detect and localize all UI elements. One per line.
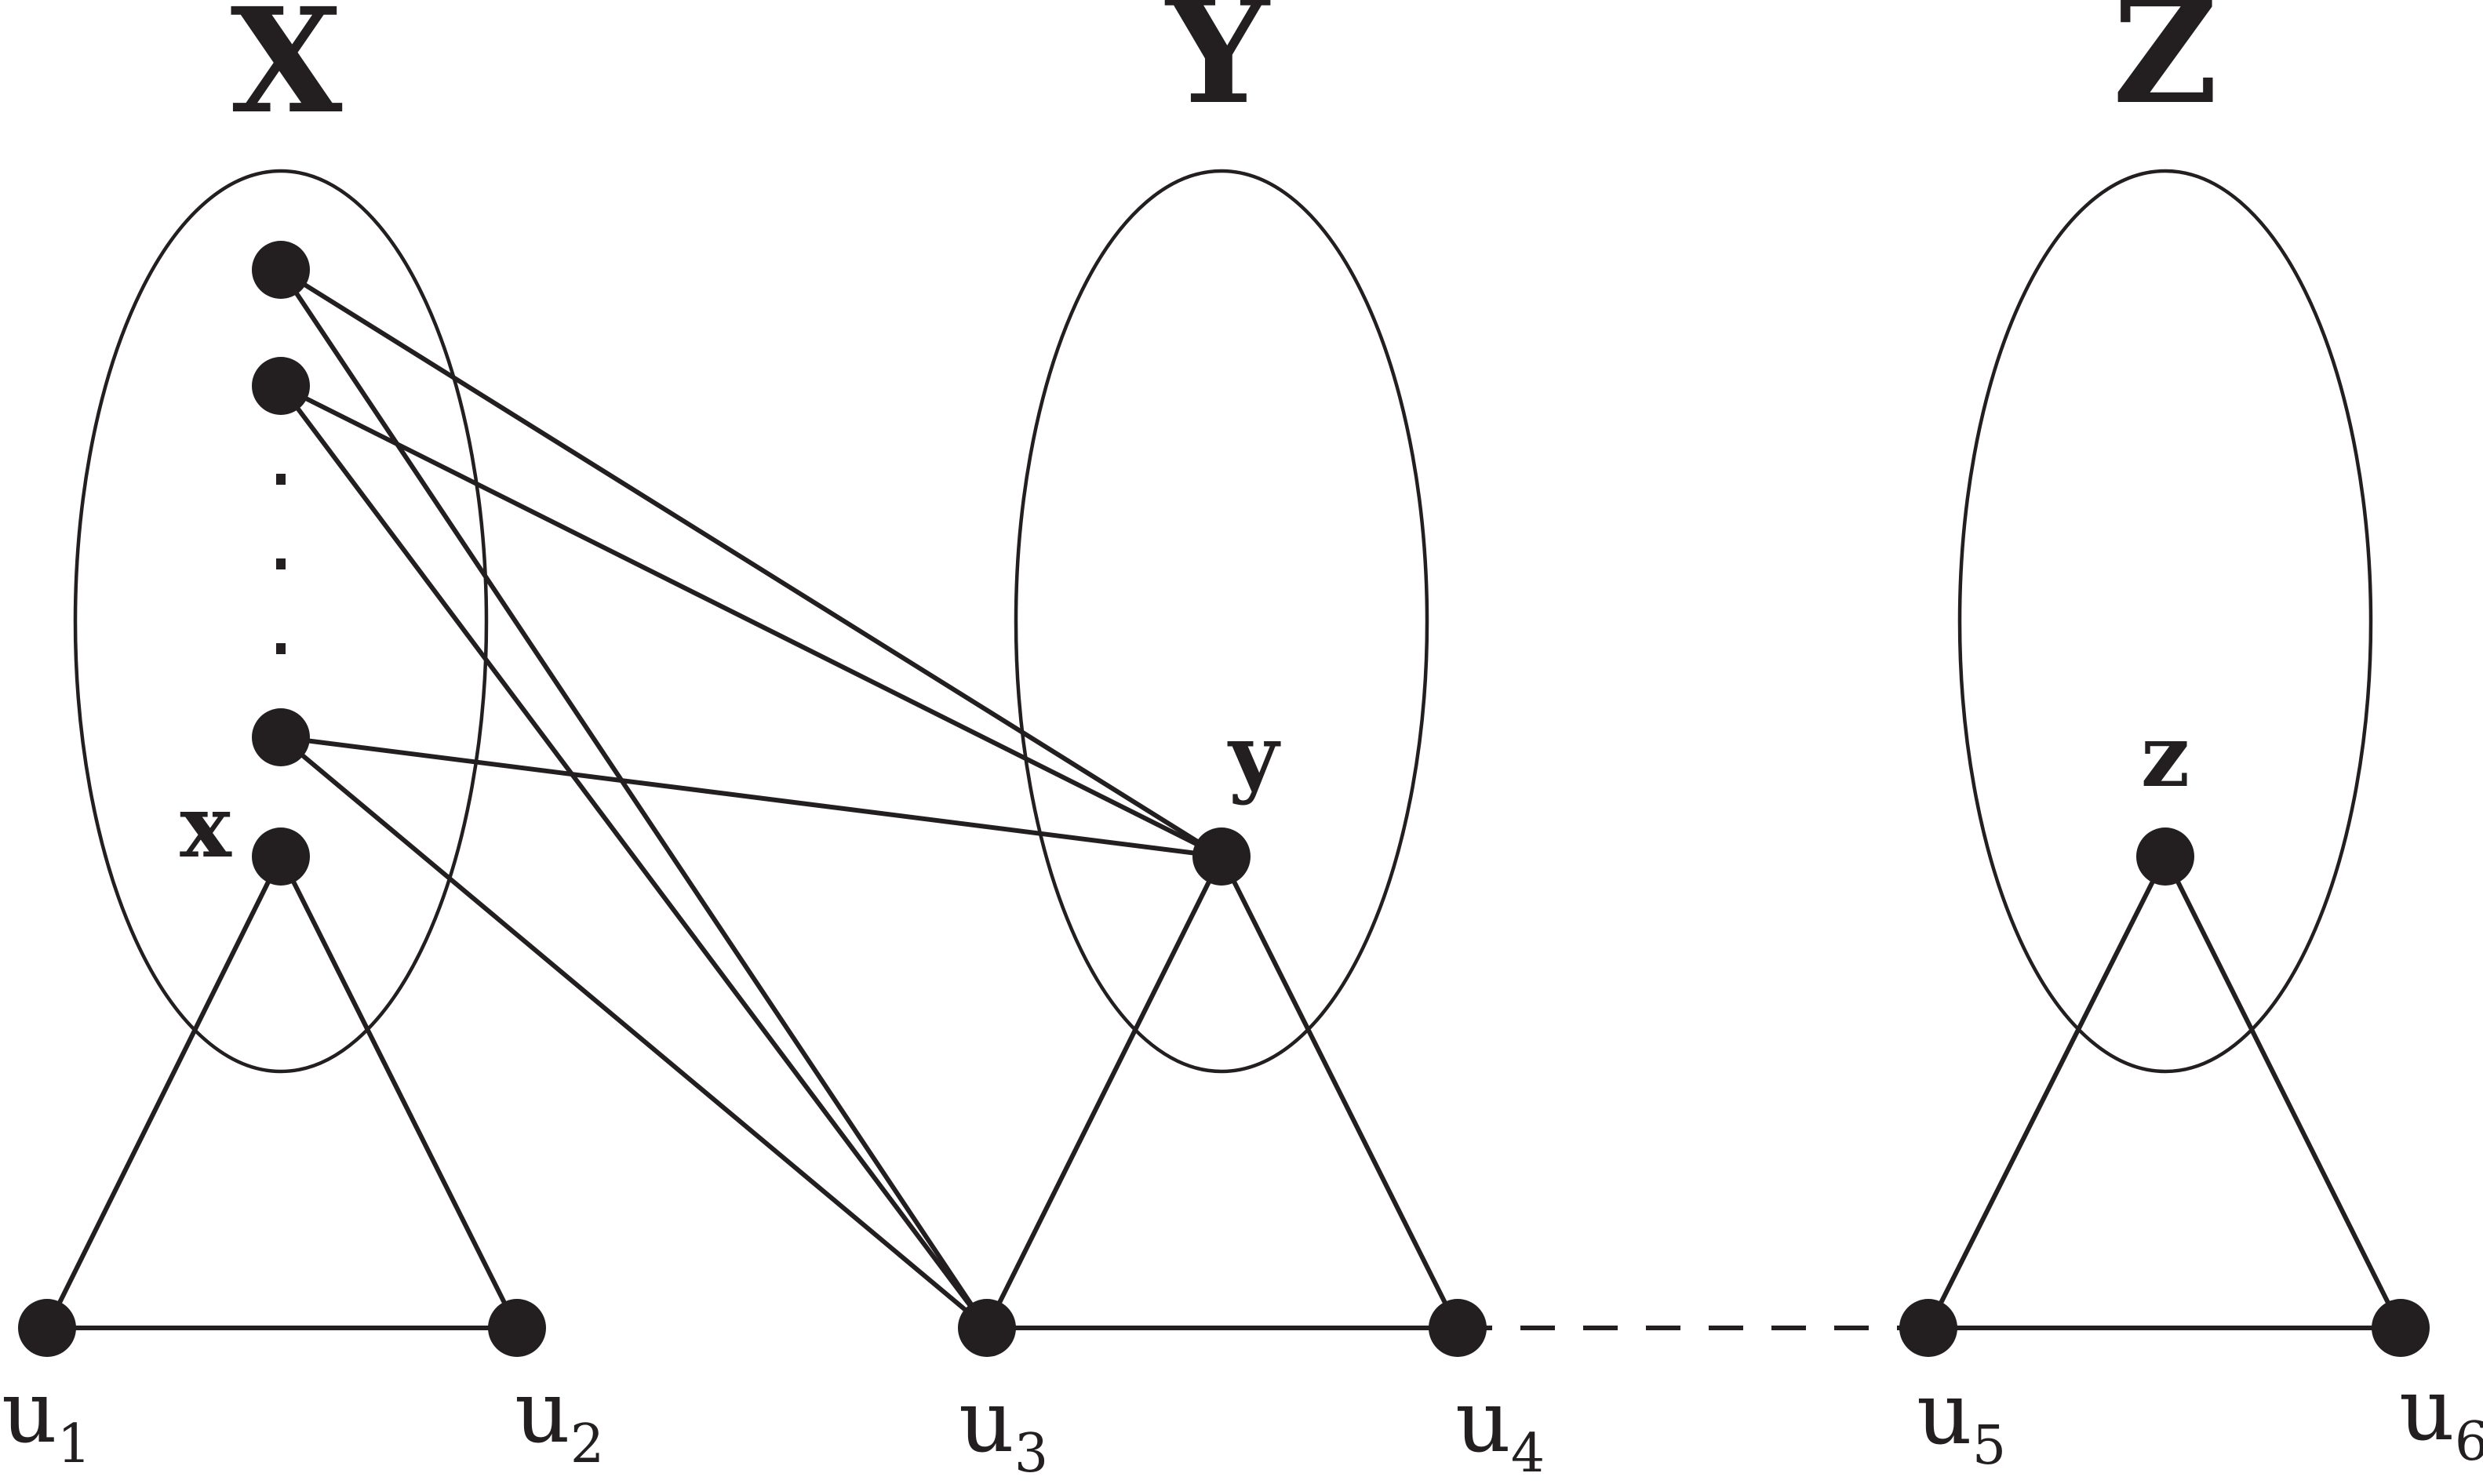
set-x-ellipse xyxy=(73,169,489,1074)
vertex-x1 xyxy=(252,241,310,299)
vertex-x3 xyxy=(252,708,310,766)
label-u2: u2 xyxy=(515,1362,604,1475)
label-u1: u1 xyxy=(2,1362,91,1475)
edge-x1-u3 xyxy=(279,268,989,1329)
vertex-u3 xyxy=(958,1299,1016,1357)
label-u6: u6 xyxy=(2399,1359,2483,1473)
set-z-ellipse xyxy=(1957,169,2373,1074)
edge-x2-u3 xyxy=(279,384,989,1329)
label-u4: u4 xyxy=(1455,1371,1545,1484)
vertex-x-label: x xyxy=(180,776,232,877)
edge-y-u4 xyxy=(1219,855,1460,1329)
edge-z-u5 xyxy=(1926,855,2168,1329)
edge-x2-y xyxy=(279,384,1223,859)
edge-y-u3 xyxy=(985,855,1224,1329)
vertex-u4 xyxy=(1429,1299,1487,1357)
vertex-u5 xyxy=(1899,1299,1957,1357)
edge-x-u2 xyxy=(279,855,519,1329)
vertex-z xyxy=(2136,827,2194,886)
edge-z-u6 xyxy=(2163,855,2403,1329)
vertex-x xyxy=(252,827,310,886)
vertex-u2 xyxy=(488,1299,546,1357)
ellipsis-dot xyxy=(276,643,286,654)
vertex-u1 xyxy=(18,1299,76,1357)
label-u3: u3 xyxy=(959,1371,1048,1484)
set-x-label: X xyxy=(231,0,343,146)
edges-group xyxy=(45,267,2403,1330)
label-u5: u5 xyxy=(1917,1363,2006,1477)
vertex-y xyxy=(1192,827,1251,886)
set-y-label: Y xyxy=(1164,0,1271,136)
ellipsis-dot xyxy=(276,558,286,569)
vertex-y-label: y xyxy=(1227,705,1281,806)
vertex-x2 xyxy=(252,357,310,415)
edge-x1-y xyxy=(279,267,1223,859)
vertex-z-label: z xyxy=(2141,705,2190,806)
edge-x3-y xyxy=(280,735,1222,859)
vertex-u6 xyxy=(2372,1299,2430,1357)
ellipsis-dot xyxy=(276,474,286,485)
set-z-label: Z xyxy=(2113,0,2218,136)
set-y-ellipse xyxy=(1014,169,1429,1074)
edge-x3-u3 xyxy=(279,735,988,1330)
edge-x-u1 xyxy=(45,855,283,1329)
